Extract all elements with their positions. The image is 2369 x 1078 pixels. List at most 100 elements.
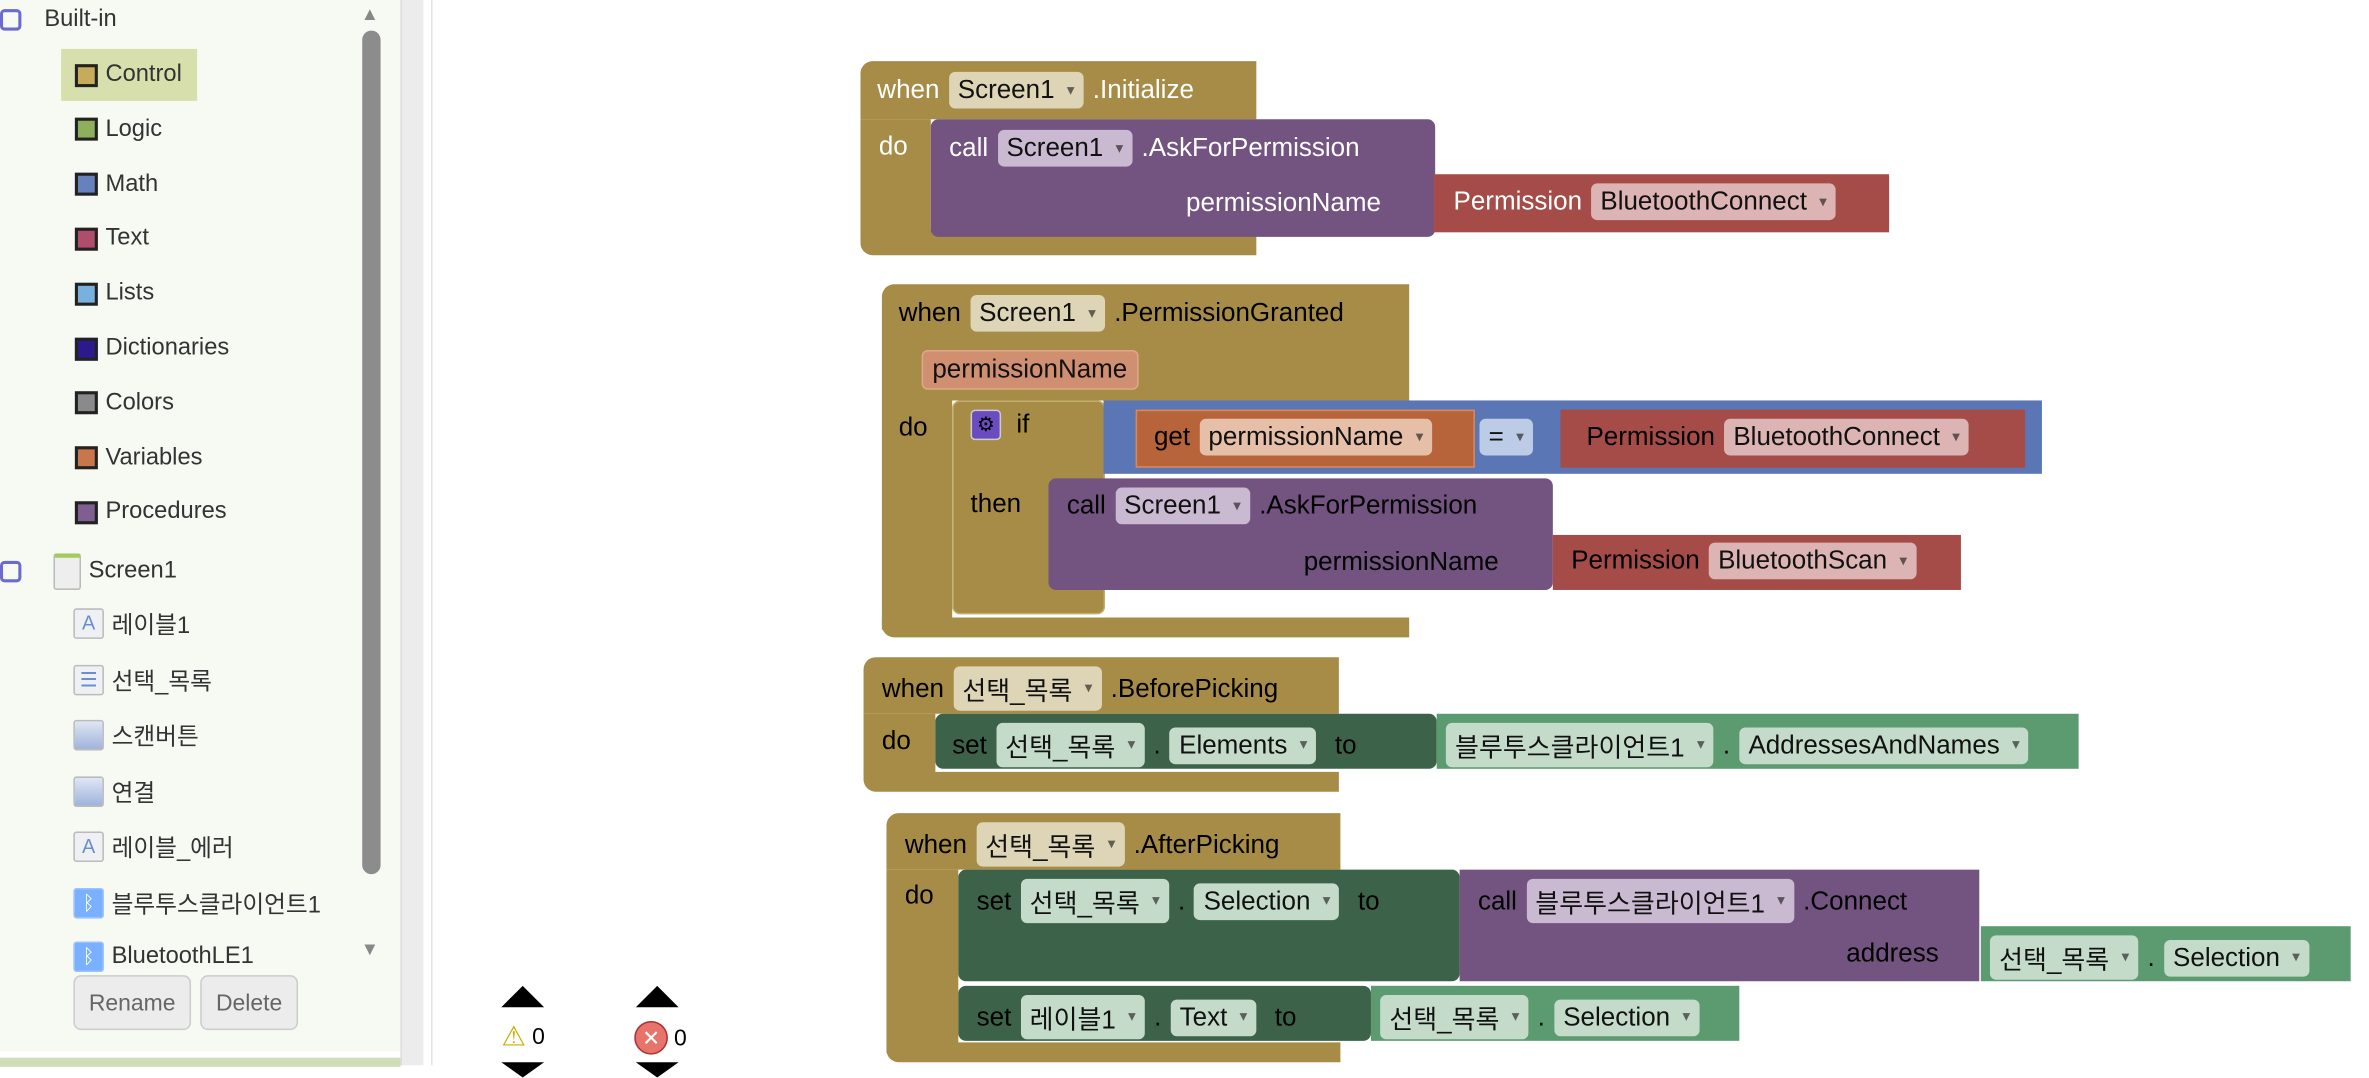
- property-dropdown[interactable]: Selection▾: [1554, 998, 1700, 1036]
- property-dropdown[interactable]: AddressesAndNames▾: [1739, 726, 2029, 764]
- tree-screen1[interactable]: Screen1: [0, 553, 177, 590]
- component-dropdown[interactable]: Screen1▾: [997, 129, 1133, 167]
- component-dropdown[interactable]: 블루투스클라이언트1▾: [1445, 722, 1714, 768]
- scroll-up-icon[interactable]: ▲: [360, 3, 379, 25]
- component-dropdown[interactable]: Screen1▾: [948, 71, 1084, 109]
- warning-icon: ⚠: [501, 1020, 526, 1052]
- drawer-label: Math: [105, 170, 159, 197]
- permission-label: Permission: [1571, 545, 1700, 575]
- error-count: 0: [674, 1024, 687, 1051]
- label-icon: A: [73, 831, 104, 863]
- component-item[interactable]: 연결: [73, 774, 155, 808]
- do-label: do: [898, 412, 928, 442]
- component-dropdown[interactable]: 선택_목록▾: [1020, 878, 1169, 924]
- param-label: permissionName: [1186, 187, 1381, 218]
- warning-count: 0: [532, 1024, 545, 1051]
- permission-dropdown[interactable]: BluetoothScan▾: [1708, 542, 1917, 580]
- property-dropdown[interactable]: Selection▾: [1194, 882, 1340, 920]
- dot-label: .: [1722, 729, 1731, 759]
- operator-dropdown[interactable]: =▾: [1479, 418, 1533, 456]
- drawer-label: Dictionaries: [105, 334, 230, 361]
- property-dropdown[interactable]: Selection▾: [2163, 939, 2310, 976]
- builtin-drawer-lists[interactable]: Lists: [74, 279, 155, 308]
- property-dropdown[interactable]: Text▾: [1170, 998, 1257, 1036]
- component-dropdown[interactable]: 선택_목록▾: [1989, 935, 2139, 980]
- drawer-label: Variables: [105, 444, 203, 471]
- drawer-label: Text: [105, 225, 149, 252]
- permission-dropdown[interactable]: BluetoothConnect▾: [1591, 183, 1837, 221]
- scroll-down-icon[interactable]: ▼: [360, 938, 379, 960]
- property-dropdown[interactable]: Elements▾: [1169, 726, 1317, 764]
- collapse-icon[interactable]: [0, 9, 22, 31]
- warning-prev-icon[interactable]: [501, 985, 545, 1008]
- set-label: set: [976, 885, 1012, 915]
- method-name: .Connect: [1803, 885, 1908, 915]
- rename-button[interactable]: Rename: [73, 975, 192, 1031]
- component-label: 블루투스클라이언트1: [111, 891, 321, 918]
- builtin-drawer-math[interactable]: Math: [74, 170, 159, 199]
- panel-splitter[interactable]: [400, 0, 424, 1066]
- swatch-icon: [74, 118, 98, 142]
- component-dropdown[interactable]: Screen1▾: [1114, 487, 1251, 525]
- to-label: to: [1334, 729, 1357, 759]
- swatch-icon: [74, 172, 98, 196]
- when-label: when: [904, 829, 967, 859]
- component-item[interactable]: ☰선택_목록: [73, 663, 212, 697]
- builtin-drawer-dictionaries[interactable]: Dictionaries: [74, 334, 230, 363]
- screen1-label: Screen1: [88, 557, 177, 584]
- builtin-drawer-text[interactable]: Text: [74, 225, 149, 253]
- param-permissionname[interactable]: permissionName: [921, 350, 1138, 390]
- call-label: call: [1477, 885, 1517, 915]
- swatch-icon: [74, 227, 98, 251]
- error-indicator[interactable]: ✕0: [634, 1020, 687, 1055]
- bottom-bar: [0, 1057, 401, 1067]
- builtin-drawer-colors[interactable]: Colors: [74, 389, 174, 417]
- component-dropdown[interactable]: 레이블1▾: [1020, 994, 1145, 1040]
- do-label: do: [878, 131, 908, 161]
- delete-button[interactable]: Delete: [200, 975, 299, 1031]
- to-label: to: [1274, 1001, 1297, 1031]
- component-dropdown[interactable]: 선택_목록▾: [976, 822, 1125, 867]
- gear-icon[interactable]: ⚙: [970, 409, 1002, 441]
- get-label: get: [1153, 421, 1191, 451]
- bluetooth-icon: ᛒ: [73, 941, 104, 973]
- swatch-icon: [74, 391, 98, 415]
- event-name: .BeforePicking: [1110, 673, 1279, 703]
- swatch-icon: [74, 501, 98, 525]
- component-dropdown[interactable]: 선택_목록▾: [996, 722, 1145, 768]
- builtin-drawer-control[interactable]: Control: [74, 61, 182, 89]
- dot-label: .: [2147, 942, 2155, 972]
- drawer-label: Lists: [105, 279, 155, 306]
- builtin-drawer-logic[interactable]: Logic: [74, 115, 163, 144]
- tree-builtin[interactable]: Built-in: [0, 6, 117, 34]
- component-dropdown[interactable]: 선택_목록▾: [953, 666, 1102, 711]
- drawer-label: Procedures: [105, 498, 227, 525]
- component-label: 선택_목록: [111, 668, 212, 695]
- warning-indicator[interactable]: ⚠0: [501, 1021, 545, 1053]
- component-item[interactable]: 스캔버튼: [73, 718, 199, 752]
- component-dropdown[interactable]: 블루투스클라이언트1▾: [1526, 878, 1794, 924]
- error-icon: ✕: [634, 1020, 668, 1055]
- dot-label: .: [1537, 1001, 1545, 1031]
- set-label: set: [952, 729, 987, 759]
- drawer-label: Logic: [105, 115, 163, 142]
- permission-dropdown[interactable]: BluetoothConnect▾: [1724, 418, 1970, 456]
- variable-dropdown[interactable]: permissionName▾: [1199, 418, 1433, 456]
- builtin-drawer-procedures[interactable]: Procedures: [74, 498, 227, 527]
- component-dropdown[interactable]: Screen1▾: [969, 294, 1106, 332]
- swatch-icon: [74, 63, 98, 87]
- when-label: when: [881, 673, 945, 703]
- component-dropdown[interactable]: 선택_목록▾: [1380, 994, 1529, 1040]
- collapse-icon[interactable]: [0, 560, 22, 583]
- label-icon: A: [73, 608, 104, 639]
- when-label: when: [877, 74, 940, 104]
- scrollbar-thumb[interactable]: [362, 30, 381, 875]
- event-name: .Initialize: [1092, 74, 1194, 104]
- error-prev-icon[interactable]: [635, 985, 679, 1008]
- swatch-icon: [74, 446, 98, 470]
- builtin-drawer-variables[interactable]: Variables: [74, 444, 203, 472]
